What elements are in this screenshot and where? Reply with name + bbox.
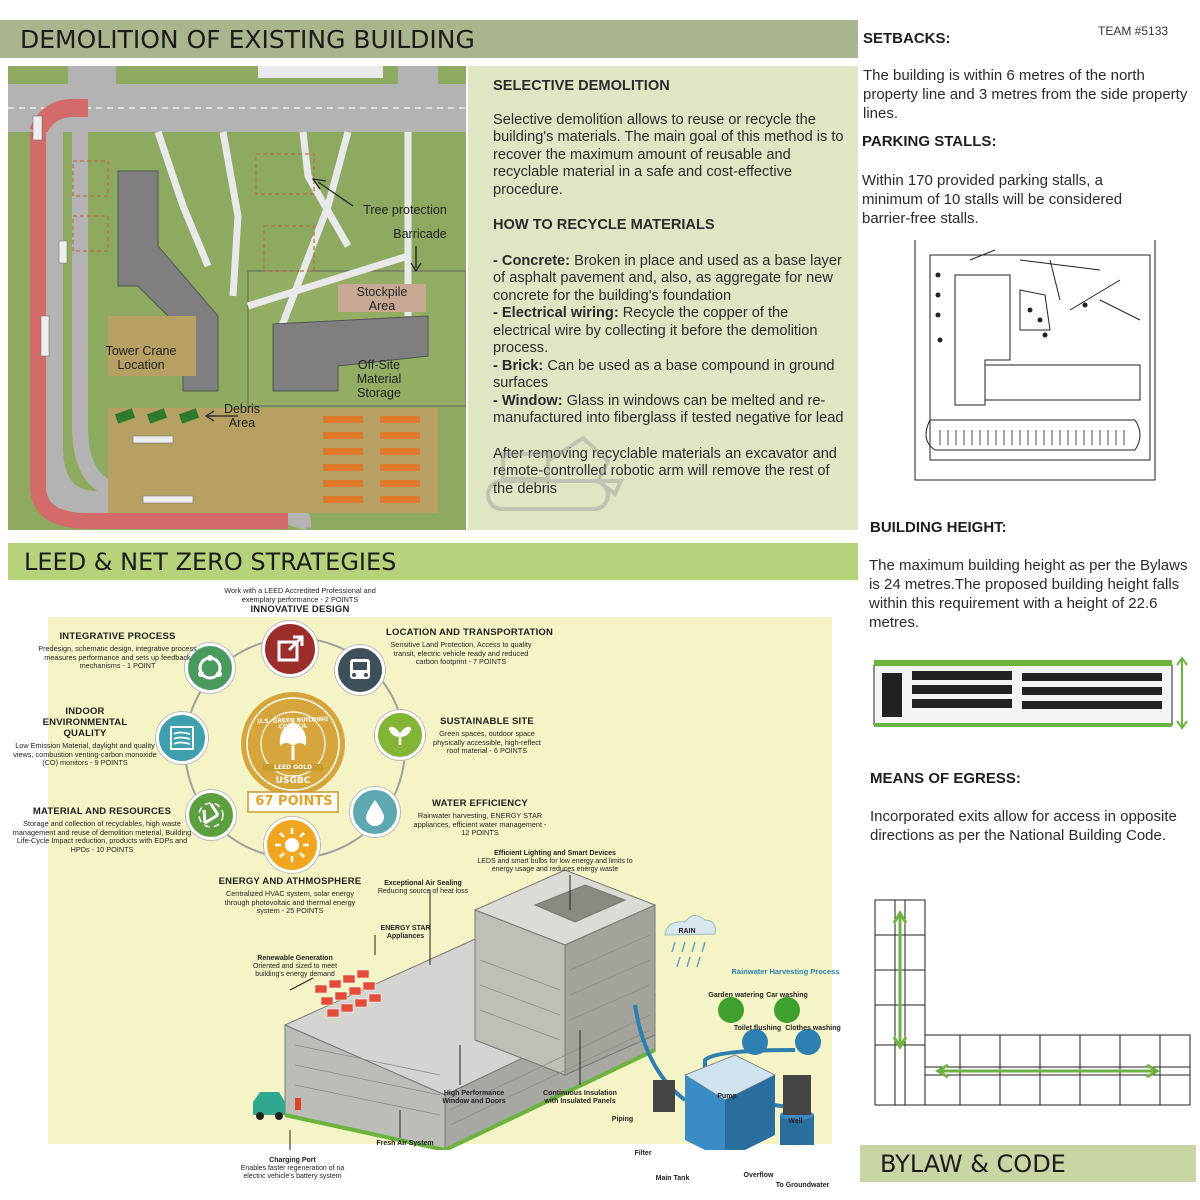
water-efficiency-badge	[350, 787, 400, 837]
offsite-storage-label: Off-Site Material Storage	[356, 358, 402, 400]
external-link-icon	[277, 635, 304, 662]
car-washing-label: Car washing	[766, 992, 808, 999]
main-tank-label: Main Tank	[655, 1175, 690, 1182]
seal-level: LEED GOLD	[263, 764, 323, 771]
clothes-washing-label: Clothes washing	[785, 1025, 841, 1032]
air-flow-icon	[170, 726, 194, 750]
barricade-label: Barricade	[393, 227, 447, 241]
toilet-flushing-label: Toilet flushing	[733, 1025, 782, 1032]
excavator-icon	[486, 435, 625, 511]
recycle-title: HOW TO RECYCLE MATERIALS	[493, 217, 715, 233]
overflow-label: Overflow	[743, 1172, 774, 1179]
innovative-design-badge	[262, 621, 318, 677]
sun-icon	[275, 828, 309, 862]
leed-banner: LEED & NET ZERO STRATEGIES	[8, 543, 858, 580]
windows-callout: High Performance Window and Doors	[442, 1090, 506, 1105]
selective-demolition-body: Selective demolition allows to reuse or …	[493, 111, 844, 198]
demolition-closing: After removing recyclable materials an e…	[493, 445, 837, 497]
net-zero-building-illustration	[253, 869, 821, 1150]
garden-watering-label: Garden watering	[708, 992, 764, 999]
tower-crane-label: Tower Crane Location	[105, 344, 177, 372]
demolition-text-panel: SELECTIVE DEMOLITION Selective demolitio…	[468, 66, 858, 530]
recycle-icon	[198, 802, 224, 828]
filter-label: Filter	[634, 1150, 652, 1157]
indoor-quality-badge	[156, 712, 208, 764]
material-resources-badge	[186, 790, 236, 840]
egress-body: Incorporated exits allow for access in o…	[870, 808, 1177, 844]
bylaw-banner: BYLAW & CODE	[860, 1145, 1196, 1182]
recycle-item-brick: - Brick: Can be used as a base compound …	[493, 357, 835, 392]
demolition-banner: DEMOLITION OF EXISTING BUILDING	[0, 20, 858, 58]
stockpile-area-label: Stockpile Area	[356, 285, 408, 313]
demolition-site-plan	[8, 66, 466, 530]
setbacks-title: SETBACKS:	[863, 30, 951, 47]
building-elevation	[873, 656, 1188, 730]
rainwater-process-title: Rainwater Harvesting Process	[731, 967, 840, 976]
site-plan-drawing	[914, 240, 1156, 481]
debris-area-label: Debris Area	[223, 402, 261, 430]
well-label: Well	[788, 1118, 803, 1125]
seal-org: USGBC	[275, 776, 311, 786]
height-body: The maximum building height as per the B…	[869, 557, 1188, 631]
sustainable-site-badge	[375, 710, 425, 760]
insulation-callout: Continuous Insulation with Insulated Pan…	[543, 1090, 617, 1105]
piping-label: Piping	[611, 1116, 634, 1123]
recycle-item-window: - Window: Glass in windows can be melted…	[493, 392, 844, 427]
egress-floor-plan	[874, 899, 1191, 1106]
seal-points: 67 POINTS	[255, 794, 333, 809]
innovative-design-label: Work with a LEED Accredited Professional…	[224, 586, 376, 616]
parking-title: PARKING STALLS:	[862, 133, 997, 150]
sprout-icon	[388, 726, 412, 745]
recycle-item-wiring: - Electrical wiring: Recycle the copper …	[493, 305, 818, 356]
parking-body: Within 170 provided parking stalls, a mi…	[862, 172, 1123, 227]
water-drop-icon	[366, 800, 384, 826]
tree-protection-label: Tree protection	[363, 203, 447, 217]
bus-icon	[350, 659, 370, 679]
team-number: TEAM #5133	[1098, 24, 1169, 38]
rain-label: RAIN	[678, 928, 696, 935]
height-title: BUILDING HEIGHT:	[870, 519, 1007, 536]
selective-demolition-title: SELECTIVE DEMOLITION	[493, 78, 670, 94]
energy-atmosphere-badge	[264, 817, 320, 873]
recycle-item-concrete: - Concrete: Broken in place and used as …	[493, 252, 842, 304]
fresh-air-callout: Fresh Air System	[376, 1140, 434, 1147]
pump-label: Pump	[717, 1093, 737, 1100]
egress-title: MEANS OF EGRESS:	[870, 770, 1021, 787]
groundwater-label: To Groundwater	[775, 1182, 830, 1189]
setbacks-body: The building is within 6 metres of the n…	[863, 67, 1188, 122]
location-transportation-badge	[335, 645, 385, 695]
integrative-process-badge	[185, 643, 235, 693]
cycle-icon	[198, 655, 222, 680]
appliances-callout: ENERGY STAR Appliances	[380, 925, 431, 940]
